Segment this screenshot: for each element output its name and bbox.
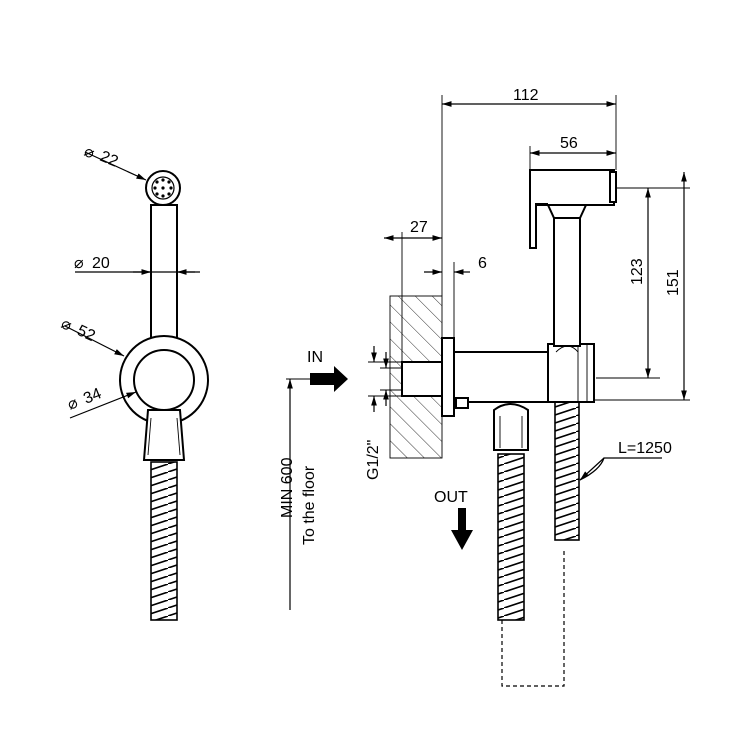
dia-52-symbol: ⌀: [58, 315, 74, 335]
front-hose: [150, 461, 178, 621]
inlet-pipe: [401, 361, 443, 397]
dia-20-symbol: ⌀: [74, 255, 84, 272]
dia-34-label: 34: [81, 385, 104, 407]
hose-nut: [142, 409, 186, 461]
holder-inner-ring: [133, 349, 195, 411]
valve-body: [453, 351, 551, 403]
hose-connection-dashed: [501, 548, 565, 687]
side-hose: [554, 401, 580, 541]
spray-nozzle: [151, 176, 175, 200]
side-trigger: [529, 170, 548, 249]
outlet-hose: [497, 453, 525, 621]
dim-151-label: 151: [665, 269, 682, 296]
side-view: 112 56 27 6 123 151 G1/2" IN: [279, 87, 690, 687]
min-height-label: MIN 600: [279, 457, 296, 518]
dia-52-label: 52: [74, 322, 97, 345]
dim-27-label: 27: [410, 219, 428, 236]
dim-112-label: 112: [513, 87, 539, 104]
wall-flange: [441, 337, 455, 417]
dia-22-label: 22: [97, 148, 120, 171]
out-label: OUT: [434, 489, 468, 506]
in-arrow-icon: [310, 366, 348, 392]
to-floor-label: To the floor: [301, 465, 318, 545]
dia-20-label: 20: [92, 255, 110, 272]
in-label: IN: [307, 349, 323, 366]
dim-6-label: 6: [478, 255, 487, 272]
handshower-handle: [150, 204, 178, 351]
outlet-nut: [493, 403, 529, 451]
dia-34-symbol: ⌀: [65, 394, 81, 414]
out-arrow-icon: [451, 508, 473, 550]
side-holder: [547, 343, 595, 403]
nozzle-holes: [153, 178, 173, 198]
thread-label: G1/2": [365, 440, 382, 480]
side-handle: [553, 217, 581, 347]
dim-56-label: 56: [560, 135, 578, 152]
front-view: ⌀ 22 ⌀ 20 ⌀ 52 ⌀ 34: [58, 143, 209, 621]
dim-123-label: 123: [629, 258, 646, 285]
valve-tab: [455, 397, 469, 409]
hose-length-label: L=1250: [618, 440, 672, 457]
dia-22-symbol: ⌀: [81, 143, 97, 163]
side-nozzle-face: [609, 171, 617, 203]
